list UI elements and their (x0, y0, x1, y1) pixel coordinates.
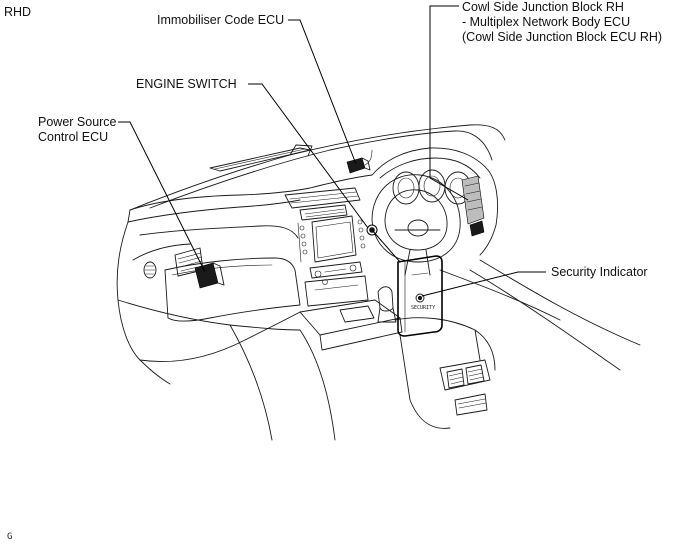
cowl-side-junction-label-line2: - Multiplex Network Body ECU (462, 15, 631, 29)
steering-wheel (371, 174, 461, 276)
security-indicator-label: Security Indicator (551, 265, 648, 279)
immobiliser-code-ecu-label: Immobiliser Code ECU (157, 13, 285, 27)
immobiliser-code-ecu (346, 149, 373, 174)
power-source-control-ecu-label-line2: Control ECU (38, 130, 109, 144)
security-indicator-inset (397, 255, 443, 337)
windshield-outline (129, 124, 506, 211)
dashboard-top (127, 174, 373, 223)
defroster-vent (209, 144, 313, 172)
leader-lines (118, 5, 546, 297)
cowl-side-junction-block (461, 169, 499, 256)
cowl-side-junction-label-line3: (Cowl Side Junction Block ECU RH) (462, 30, 663, 44)
power-source-control-ecu (194, 262, 225, 289)
power-source-control-ecu-label-line1: Power Source (38, 115, 117, 129)
cowl-side-junction-label-line1: Cowl Side Junction Block RH (462, 0, 624, 14)
speaker-grill (143, 261, 157, 279)
center-console (299, 286, 496, 429)
security-indicator-text: SECURITY (411, 305, 436, 311)
region-code: RHD (4, 5, 32, 19)
figure-code: G (7, 532, 13, 542)
floor-lines (139, 259, 641, 441)
engine-switch-label: ENGINE SWITCH (136, 77, 237, 91)
passenger-dashboard (116, 221, 301, 362)
center-stack (284, 187, 369, 307)
